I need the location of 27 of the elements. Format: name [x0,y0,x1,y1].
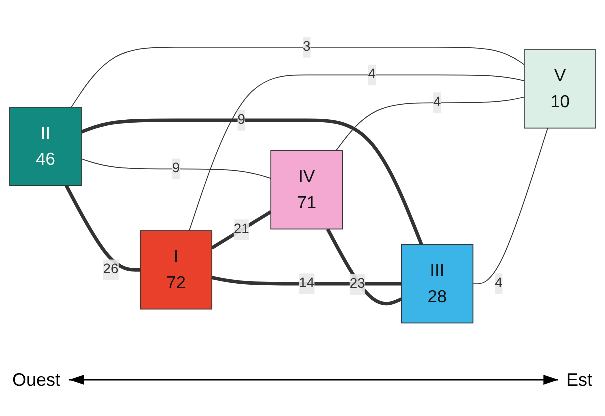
node-box: III 28 [400,244,474,324]
edge-label: 4 [433,95,441,110]
connector [211,276,402,286]
node-box: IV 71 [270,150,343,230]
connector [326,228,402,306]
edge-label: 26 [102,262,118,278]
connector [80,158,272,179]
connector [188,74,524,232]
node-box: II 46 [9,106,82,186]
edge-label: 9 [172,161,180,176]
edge-label: 4 [368,67,376,82]
node-box: V 10 [524,49,596,129]
connector [64,184,140,272]
edge-label: 9 [237,112,245,128]
connector [335,96,524,152]
direction-label: Ouest [12,370,61,390]
node-box: I 72 [140,230,212,310]
edge-label: 23 [349,276,365,292]
edge-label: 21 [233,222,249,237]
direction-label: Est [566,370,592,390]
edge-label: 4 [494,276,502,291]
edge-label: 3 [302,39,310,54]
edge-label: 14 [298,276,314,291]
connector [80,118,423,246]
connector [472,128,548,284]
connector [210,210,272,250]
connector [70,46,524,108]
